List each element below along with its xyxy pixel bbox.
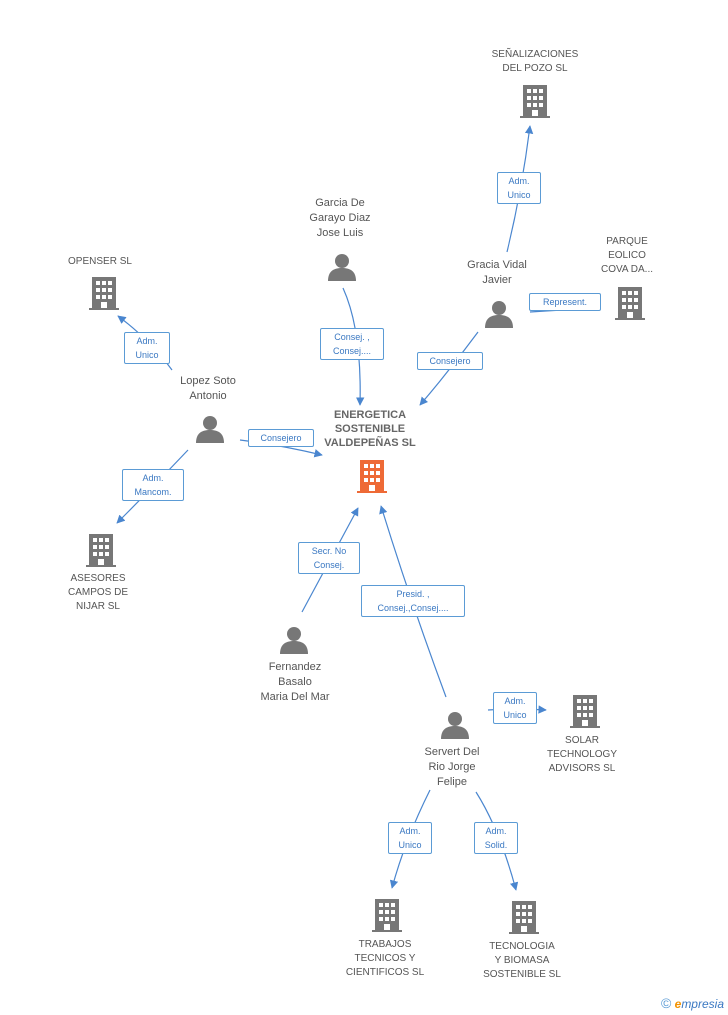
garayo-person-icon [328,254,356,281]
brand-name: mpresia [681,997,724,1011]
asesores-label[interactable]: ASESORES CAMPOS DE NIJAR SL [67,573,128,612]
senalizaciones-building-icon [520,85,550,118]
fernandez-label[interactable]: Fernandez Basalo Maria Del Mar [260,661,330,703]
edge-label-secr-no-consej: Secr. No Consej. [298,542,360,574]
gracia-label[interactable]: Gracia Vidal Javier [467,259,527,286]
edge-label-adm-mancom: Adm. Mancom. [122,469,184,501]
edge-label-adm-unico-solar: Adm. Unico [493,692,537,724]
fernandez-person-icon [280,627,308,654]
center-building-icon [357,460,387,493]
solar-label[interactable]: SOLAR TECHNOLOGY ADVISORS SL [546,735,617,774]
garayo-label[interactable]: Garcia De Garayo Diaz Jose Luis [309,197,371,239]
edge-label-adm-solid: Adm. Solid. [474,822,518,854]
edge-label-presid: Presid. , Consej.,Consej.... [361,585,465,617]
edge-label-consejero-gracia: Consejero [417,352,483,370]
trabajos-label[interactable]: TRABAJOS TECNICOS Y CIENTIFICOS SL [345,939,425,978]
brand-e: e [674,997,682,1011]
lopez-label[interactable]: Lopez Soto Antonio [180,375,236,402]
edge-label-represent: Represent. [529,293,601,311]
servert-label[interactable]: Servert Del Rio Jorge Felipe [424,746,480,788]
trabajos-building-icon [372,899,402,932]
parque-eolico-label[interactable]: PARQUE EOLICO COVA DA... [600,236,654,275]
edge-label-consej-garayo: Consej. , Consej.... [320,328,384,360]
edge-label-adm-unico-trabajos: Adm. Unico [388,822,432,854]
edge-label-adm-unico-openser: Adm. Unico [124,332,170,364]
edge-label-adm-unico-senalizaciones: Adm. Unico [497,172,541,204]
openser-building-icon [89,277,119,310]
parque-eolico-building-icon [615,287,645,320]
senalizaciones-label[interactable]: SEÑALIZACIONES DEL POZO SL [491,49,579,74]
openser-label[interactable]: OPENSER SL [68,256,132,267]
gracia-person-icon [485,301,513,328]
asesores-building-icon [86,534,116,567]
servert-person-icon [441,712,469,739]
center-company-label[interactable]: ENERGETICA SOSTENIBLE VALDEPEÑAS SL [324,409,416,449]
solar-building-icon [570,695,600,728]
edge-label-consejero-lopez: Consejero [248,429,314,447]
tecnologia-building-icon [509,901,539,934]
copyright-icon: © [660,995,672,1011]
tecnologia-label[interactable]: TECNOLOGIA Y BIOMASA SOSTENIBLE SL [483,941,561,980]
empresia-watermark[interactable]: © empresia [661,995,724,1011]
lopez-person-icon [196,416,224,443]
